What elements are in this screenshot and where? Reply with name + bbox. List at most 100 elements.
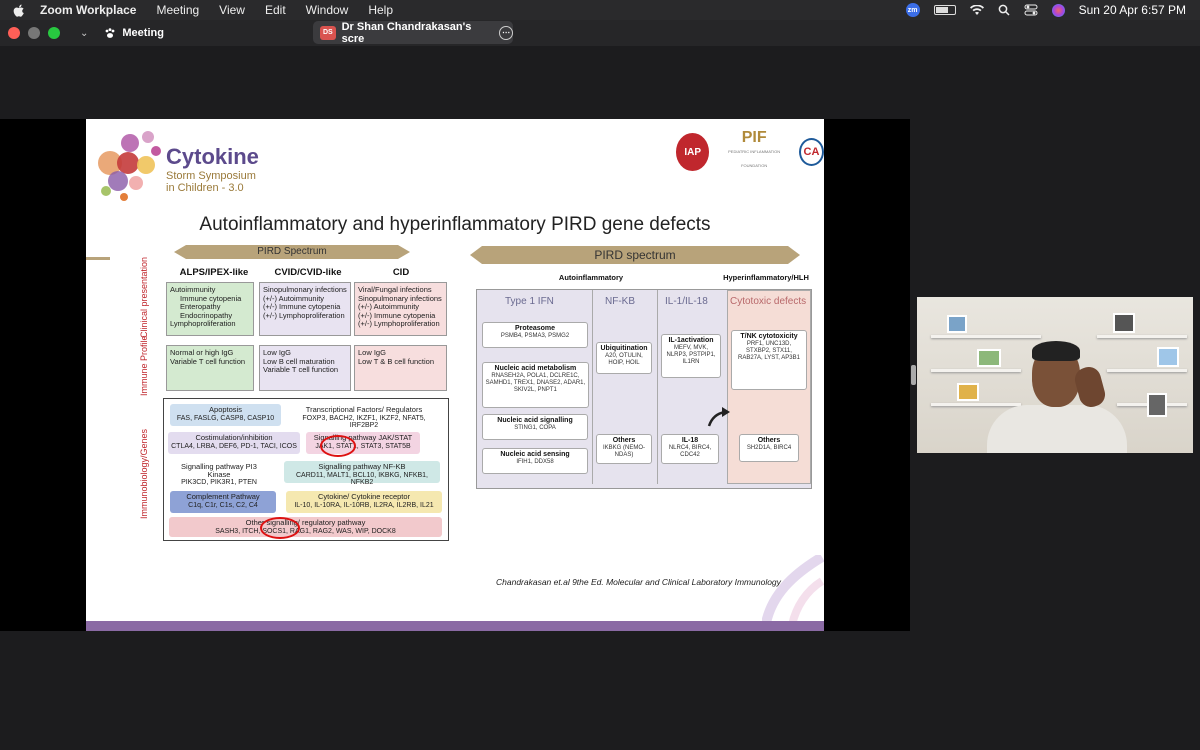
gene-box-genes: JAK1, STAT1, STAT3, STAT5B <box>315 442 411 450</box>
video-shelf <box>931 369 1021 372</box>
pird-box-title: Nucleic acid metabolism <box>494 365 577 372</box>
clinical-cvid-line: Sinopulmonary infections <box>263 285 347 294</box>
iap-logo: IAP <box>676 133 710 171</box>
pird-box-genes: STING1, COPA <box>514 425 556 431</box>
immune-cvid-cell: Low IgG Low B cell maturation Variable T… <box>259 345 351 391</box>
pif-logo-text: PIF <box>741 129 767 146</box>
more-options-icon[interactable]: ⋯ <box>499 25 513 40</box>
sponsor-logos: IAP PIF PEDIATRIC INFLAMMATION FOUNDATION… <box>676 129 824 173</box>
immune-cid-line: Low T & B cell function <box>358 356 435 366</box>
clinical-cid-line: (+/-) Immune cytopenia <box>358 310 436 320</box>
video-shelf <box>931 403 1021 406</box>
participant-hair <box>1032 341 1080 361</box>
siri-icon[interactable] <box>1051 3 1065 17</box>
pird-diagram: Type 1 IFN NF-KB IL-1/IL-18 Cytotoxic de… <box>476 289 812 489</box>
cytokine-logo-icon <box>98 131 161 201</box>
pird-spectrum-label-right: PIRD spectrum <box>594 248 676 262</box>
meeting-label: Meeting <box>122 27 164 39</box>
logo-sub-text-2: in Children - 3.0 <box>166 182 244 194</box>
immune-cid-line: Low IgG <box>358 348 386 357</box>
battery-icon[interactable] <box>933 5 956 15</box>
pird-divider <box>657 290 658 484</box>
menu-meeting[interactable]: Meeting <box>156 3 200 17</box>
menu-app-name[interactable]: Zoom Workplace <box>40 3 137 17</box>
pird-box-genes: RNASEH2A, POLA1, DCLRE1C, SAMHD1, TREX1,… <box>485 373 586 393</box>
spotlight-search-icon[interactable] <box>998 4 1010 16</box>
close-window-button[interactable] <box>8 27 20 39</box>
menu-edit[interactable]: Edit <box>264 3 286 17</box>
pif-logo-subtext: PEDIATRIC INFLAMMATION FOUNDATION <box>728 149 781 168</box>
participant-video-tile[interactable] <box>917 297 1193 453</box>
row-label-clinical: Clinical presentation <box>139 256 149 338</box>
col-header-cvid: CVID/CVID-like <box>274 267 342 278</box>
gene-box-title: Cytokine/ Cytokine receptor <box>317 492 411 501</box>
gene-box-title: Signalling pathway PI3 Kinase <box>181 462 257 479</box>
video-picture-frame <box>1113 313 1135 333</box>
panel-resize-handle[interactable] <box>911 365 916 385</box>
video-shelf <box>1097 335 1187 338</box>
pird-spectrum-arrow-left: PIRD Spectrum <box>174 245 410 259</box>
pird-box-genes: PSMB4, PSMA3, PSMG2 <box>500 333 570 339</box>
menu-window[interactable]: Window <box>305 3 349 17</box>
clinical-alps-line: Immune cytopenia <box>180 293 242 303</box>
meeting-info-button[interactable]: Meeting <box>104 27 164 39</box>
immune-cvid-line: Variable T cell function <box>263 365 339 374</box>
socs1-highlight-circle <box>260 517 300 539</box>
pird-box-genes: A20, OTULIN, HOIP, HOIL <box>605 353 643 366</box>
pird-col-il1-il18: IL-1/IL-18 <box>665 296 708 307</box>
wifi-icon[interactable] <box>969 4 984 16</box>
clinical-cvid-line: (+/-) Lymphoproliferation <box>263 310 345 320</box>
clinical-alps-line: Autoimmunity <box>170 285 216 294</box>
gene-box-title: Signalling pathway NF-KB <box>318 462 406 471</box>
gene-box-genes: C1q, C1r, C1s, C2, C4 <box>188 501 258 509</box>
gene-box-genes: IL-10, IL-10RA, IL-10RB, IL2RA, IL2RB, I… <box>294 501 434 509</box>
minimize-window-button[interactable] <box>28 27 40 39</box>
clinical-cid-cell: Viral/Fungal infections Sinopulmonary in… <box>354 282 447 336</box>
screen-share-title: Dr Shan Chandrakasan's scre <box>341 20 472 45</box>
pird-box-title: Proteasome <box>514 325 556 332</box>
accent-line <box>86 257 110 260</box>
logo-sub-text-1: Storm Symposium <box>166 170 256 182</box>
gene-box-genes: FOXP3, BACH2, IKZF1, IKZF2, NFAT5, IRF2B… <box>302 414 426 430</box>
chevron-down-icon[interactable]: ⌄ <box>80 27 89 39</box>
pird-col-type1-ifn: Type 1 IFN <box>505 296 554 307</box>
pird-box-title: Ubiquitination <box>600 345 648 352</box>
row-label-genes: Immunobiology/Genes <box>139 428 149 520</box>
pird-box-title: IL-1activation <box>668 337 714 344</box>
control-center-icon[interactable] <box>1024 4 1038 16</box>
presentation-slide: Cytokine Storm Symposium in Children - 3… <box>86 119 824 631</box>
screen-share-tab[interactable]: DS Dr Shan Chandrakasan's scre ⋯ <box>313 20 513 45</box>
gene-box-genes: PIK3CD, PIK3R1, PTEN <box>181 479 257 486</box>
gene-box-genes: CARD11, MALT1, BCL10, IKBKG, NFKB1, NFKB… <box>295 471 428 487</box>
participant-body <box>987 405 1127 453</box>
zoom-status-icon[interactable]: zm <box>905 3 920 17</box>
menubar-clock[interactable]: Sun 20 Apr 6:57 PM <box>1078 3 1186 17</box>
gene-box-title: Transcriptional Factors/ Regulators <box>305 405 423 414</box>
apple-icon[interactable] <box>12 3 26 17</box>
gene-box-title: Other signalling/ regulatory pathway <box>245 518 366 527</box>
clinical-cid-line: Viral/Fungal infections <box>358 285 432 294</box>
pird-col-nfkb: NF-KB <box>605 296 635 307</box>
menu-help[interactable]: Help <box>368 3 394 17</box>
video-shelf <box>1107 369 1187 372</box>
gene-box-genes: CTLA4, LRBA, DEF6, PD-1, TACI, ICOS <box>171 442 297 450</box>
row-label-immune: Immune Profile <box>139 335 149 396</box>
video-picture-frame <box>947 315 967 333</box>
gene-box-genes: SASH3, ITCH, SOCS1, RAG1, RAG2, WAS, WIP… <box>215 527 396 535</box>
zoom-window-button[interactable] <box>48 27 60 39</box>
pird-spectrum-arrow-right: PIRD spectrum <box>470 246 800 264</box>
gene-box-genes: FAS, FASLG, CASP8, CASP10 <box>176 414 275 422</box>
menu-view[interactable]: View <box>219 3 245 17</box>
